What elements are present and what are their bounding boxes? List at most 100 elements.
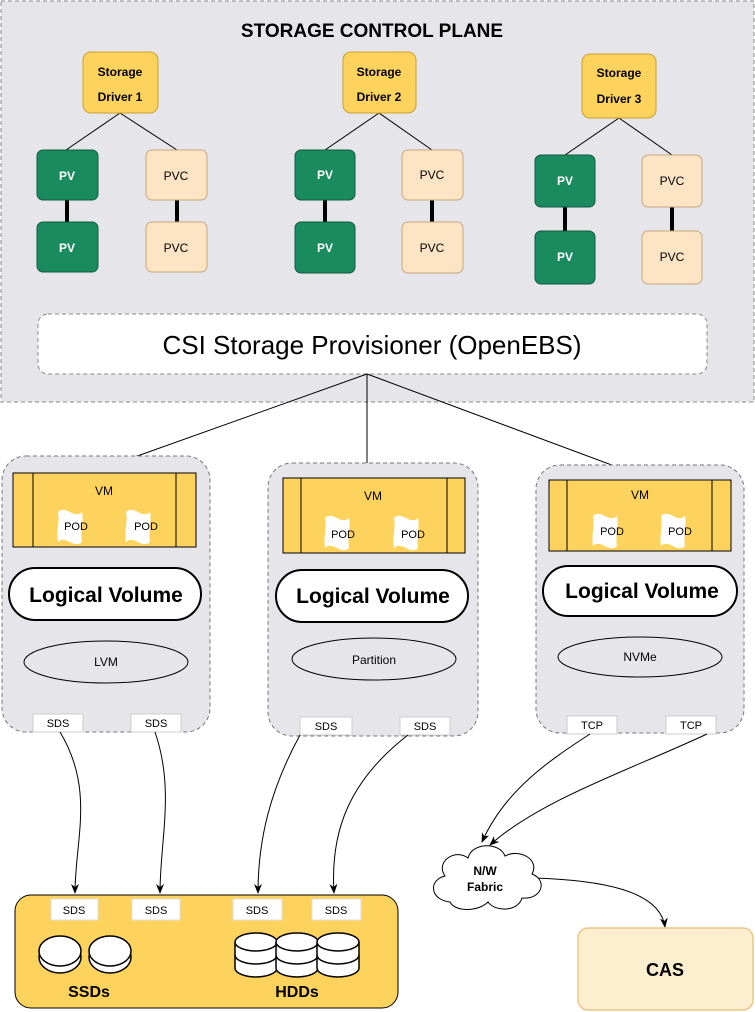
cas-block[interactable]: CAS — [577, 927, 754, 1011]
storage-pool-panel — [14, 894, 399, 1009]
pvc-box[interactable] — [145, 149, 208, 201]
backend-label: LVM — [94, 655, 118, 669]
pvc-label: PVC — [164, 241, 189, 255]
storage-driver-2-line2: Driver 2 — [357, 90, 402, 104]
driver-group-1: Storage Driver 1 PV PV PVC PVC — [36, 51, 208, 273]
pod-label: POD — [331, 529, 355, 541]
vm-box[interactable] — [12, 472, 197, 548]
sds-port[interactable] — [32, 713, 84, 733]
sds-port-label: SDS — [63, 905, 86, 917]
sds-port[interactable] — [299, 716, 353, 736]
pv-box[interactable] — [534, 230, 596, 285]
sds-port[interactable] — [131, 898, 181, 921]
logical-volume[interactable] — [275, 569, 469, 623]
storage-driver-2[interactable] — [342, 51, 417, 114]
pv-box[interactable] — [294, 221, 356, 274]
sds-port[interactable] — [399, 716, 451, 736]
vm-box[interactable] — [282, 477, 466, 554]
sds-port-label: SDS — [145, 905, 168, 917]
network-fabric[interactable]: N/W Fabric — [433, 845, 542, 910]
pod-shape — [592, 513, 618, 549]
connectors — [59, 731, 708, 928]
pod-shape — [125, 509, 151, 545]
ssd-label: SSDs — [68, 984, 110, 1001]
sds-port-label: SDS — [315, 721, 338, 733]
node-1: VM POD POD Logical Volume LVM SDS SDS — [1, 455, 211, 733]
logical-volume[interactable] — [8, 567, 202, 621]
pv-label: PV — [317, 241, 333, 255]
storage-driver-2-line1: Storage — [357, 65, 402, 79]
cloud-icon — [433, 845, 542, 910]
node-2: VM POD POD Logical Volume Partition SDS … — [267, 462, 479, 737]
pod-shape — [57, 509, 83, 545]
storage-driver-1-line2: Driver 1 — [98, 90, 143, 104]
cas-label: CAS — [646, 960, 684, 980]
node-3: VM POD POD Logical Volume NVMe TCP TCP — [535, 464, 745, 735]
pv-label: PV — [557, 250, 573, 264]
pvc-label: PVC — [420, 241, 445, 255]
sds-port-label: SDS — [325, 905, 348, 917]
sds-port-label: SDS — [145, 718, 168, 730]
backend-label: NVMe — [623, 650, 657, 664]
sds-port-label: SDS — [47, 718, 70, 730]
control-plane-title: STORAGE CONTROL PLANE — [241, 21, 503, 42]
lvm-backend[interactable] — [23, 640, 189, 684]
driver-group-2: Storage Driver 2 PV PV PVC PVC — [294, 51, 464, 274]
pvc-label: PVC — [164, 169, 189, 183]
pod-label: POD — [64, 521, 88, 533]
csi-storage-provisioner[interactable] — [37, 313, 708, 375]
backend-label: Partition — [352, 653, 396, 667]
ssd-icon — [38, 935, 132, 974]
pod-shape — [393, 515, 419, 551]
sds-port[interactable] — [232, 898, 283, 921]
logical-volume-label: Logical Volume — [29, 584, 183, 607]
tcp-port-label: TCP — [581, 720, 603, 732]
storage-driver-3[interactable] — [581, 53, 657, 119]
partition-backend[interactable] — [291, 637, 457, 681]
tcp-port-label: TCP — [680, 720, 702, 732]
pvc-box[interactable] — [401, 149, 464, 201]
sds-port[interactable] — [130, 713, 182, 733]
sds-port[interactable] — [311, 898, 362, 921]
vm-label: VM — [364, 489, 382, 503]
storage-driver-3-line2: Driver 3 — [597, 92, 642, 106]
nvme-backend[interactable] — [557, 636, 723, 678]
sds-port-label: SDS — [246, 905, 269, 917]
storage-driver-1-line1: Storage — [98, 65, 143, 79]
pvc-box[interactable] — [641, 154, 703, 208]
pv-label: PV — [317, 168, 333, 182]
pv-box[interactable] — [36, 149, 99, 201]
pv-label: PV — [59, 241, 75, 255]
provisioner-arrows — [100, 373, 637, 477]
pv-box[interactable] — [534, 154, 596, 208]
provisioner-label: CSI Storage Provisioner (OpenEBS) — [162, 330, 581, 360]
tcp-port[interactable] — [566, 715, 618, 735]
fabric-line1: N/W — [473, 864, 497, 878]
pv-box[interactable] — [294, 149, 356, 201]
hdd-icon — [234, 932, 360, 978]
pv-box[interactable] — [36, 221, 99, 273]
pvc-label: PVC — [660, 174, 685, 188]
cas-box[interactable] — [577, 927, 754, 1011]
storage-driver-1[interactable] — [82, 51, 159, 114]
tcp-port[interactable] — [665, 715, 717, 735]
pvc-label: PVC — [420, 168, 445, 182]
storage-driver-3-line1: Storage — [597, 66, 642, 80]
vm-box[interactable] — [548, 479, 732, 552]
pvc-box[interactable] — [401, 221, 464, 274]
fabric-line2: Fabric — [467, 880, 503, 894]
pod-shape — [660, 513, 686, 549]
pvc-box[interactable] — [145, 221, 208, 273]
pvc-box[interactable] — [641, 230, 703, 285]
pv-label: PV — [59, 169, 75, 183]
logical-volume[interactable] — [542, 565, 738, 617]
vm-label: VM — [631, 488, 649, 502]
pod-label: POD — [600, 526, 624, 538]
pvc-label: PVC — [660, 250, 685, 264]
pod-shape — [324, 515, 350, 551]
sds-port[interactable] — [50, 898, 99, 921]
pod-label: POD — [134, 521, 158, 533]
pv-label: PV — [557, 174, 573, 188]
driver-group-3: Storage Driver 3 PV PV PVC PVC — [534, 53, 703, 285]
